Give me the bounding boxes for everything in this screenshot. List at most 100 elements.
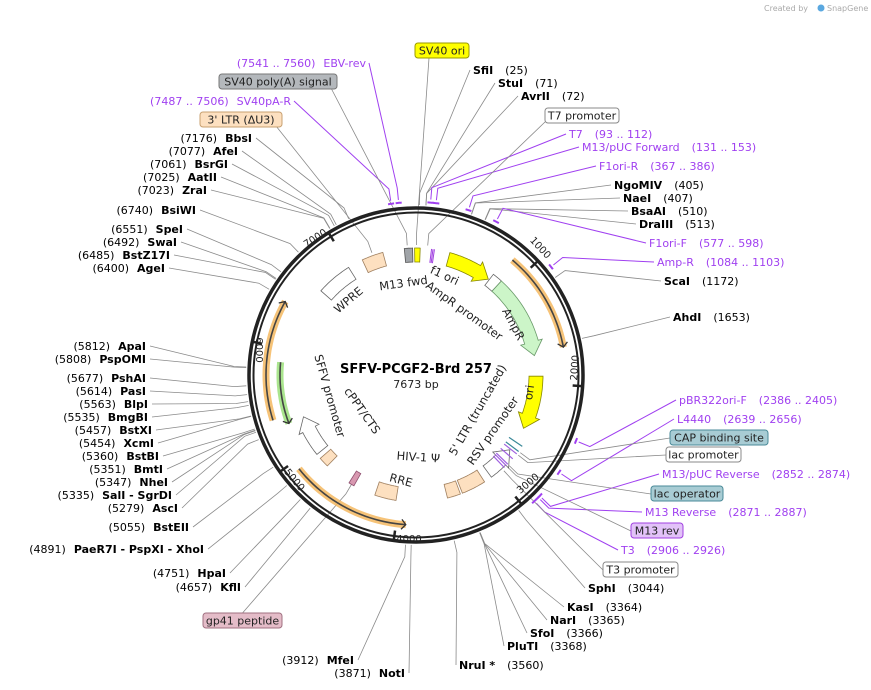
primer-label[interactable]: M13 Reverse(2871 .. 2887) [645, 506, 807, 519]
feature-3-ltr-u3-[interactable] [361, 251, 387, 274]
restriction-site-label[interactable]: (6740)BsiWI [116, 204, 196, 217]
restriction-site-label[interactable]: (3871)NotI [334, 667, 405, 680]
restriction-site-label[interactable]: (5454)XcmI [79, 437, 154, 450]
restriction-site-label[interactable]: AhdI(1653) [673, 311, 750, 324]
restriction-site-label[interactable]: AvrII(72) [521, 90, 585, 103]
feature-m13-fwd[interactable] [429, 248, 433, 263]
primer-label[interactable]: T7(93 .. 112) [568, 128, 652, 141]
feature-m13-fwd[interactable] [430, 249, 434, 264]
primer-name: SV40pA-R [237, 95, 292, 108]
lac-region-mark [508, 436, 523, 447]
restriction-site-label[interactable]: (5808)PspOMI [55, 353, 146, 366]
lac-region-mark [500, 447, 514, 460]
restriction-site-label[interactable]: StuI(71) [498, 77, 558, 90]
feature-label-box[interactable] [544, 107, 620, 124]
restriction-site-label[interactable]: (6492)SwaI [103, 236, 177, 249]
primer-label[interactable]: (7487 .. 7506) SV40pA-R [150, 95, 291, 108]
restriction-site-label[interactable]: (4891)PaeR7I - PspXI - XhoI [29, 543, 204, 556]
restriction-site-label[interactable]: NruI *(3560) [459, 659, 544, 672]
restriction-site-label[interactable]: (5563)BlpI [79, 398, 148, 411]
feature-label-box[interactable] [602, 561, 679, 578]
primer-label[interactable]: M13/pUC Forward(131 .. 153) [582, 141, 756, 154]
enzyme-position: (5347) [95, 476, 132, 489]
leader-line [199, 209, 299, 253]
restriction-site-label[interactable]: BsaAI(510) [631, 205, 708, 218]
restriction-site-label[interactable]: ScaI(1172) [664, 275, 739, 288]
restriction-site-label[interactable]: (6485)BstZ17I [78, 249, 170, 262]
restriction-site-label[interactable]: (5279)AscI [108, 502, 178, 515]
feature-label-box[interactable] [414, 42, 470, 59]
enzyme-position: (7176) [181, 132, 218, 145]
restriction-site-label[interactable]: (5677)PshAI [67, 372, 146, 385]
leader-line [155, 415, 252, 431]
restriction-site-label[interactable]: (7061)BsrGI [150, 158, 228, 171]
restriction-site-label[interactable]: (7025)AatII [143, 171, 217, 184]
feature-label-box[interactable] [669, 429, 769, 446]
feature-sv40-ori[interactable] [414, 247, 421, 263]
restriction-site-label[interactable]: (7077)AfeI [169, 145, 238, 158]
primer-range: (7541 .. 7560) [237, 57, 316, 70]
primer-label[interactable]: pBR322ori-F(2386 .. 2405) [679, 394, 837, 407]
enzyme-name: PaeR7I - PspXI - XhoI [74, 543, 204, 556]
feature-hiv-1-[interactable] [443, 480, 461, 499]
restriction-site-label[interactable]: SphI(3044) [588, 582, 664, 595]
restriction-site-label[interactable]: (5351)BmtI [89, 463, 163, 476]
feature-rsv-promoter[interactable] [482, 449, 511, 478]
feature-ori[interactable] [517, 375, 544, 429]
restriction-site-label[interactable]: (5535)BmgBI [63, 411, 148, 424]
feature-gp41-peptide[interactable] [348, 470, 362, 487]
restriction-site-label[interactable]: NarI(3365) [550, 614, 625, 627]
restriction-site-label[interactable]: (4657)KflI [176, 581, 241, 594]
primer-range: (7487 .. 7506) [150, 95, 229, 108]
feature-sffv-promoter[interactable] [298, 416, 329, 455]
enzyme-name: MfeI [327, 654, 354, 667]
primer-label[interactable]: L4440(2639 .. 2656) [677, 413, 802, 426]
restriction-site-label[interactable]: (6400)AgeI [92, 262, 165, 275]
restriction-site-label[interactable]: (5335)SalI - SgrDI [58, 489, 172, 502]
restriction-site-label[interactable]: (5812)ApaI [74, 340, 146, 353]
feature-f1-ori[interactable] [445, 252, 489, 282]
restriction-site-label[interactable]: (5360)BstBI [82, 450, 159, 463]
primer-label[interactable]: (7541 .. 7560)EBV-rev [237, 57, 367, 70]
restriction-site-label[interactable]: (5457)BstXI [75, 424, 152, 437]
feature-sv40-poly-a-signal[interactable] [403, 247, 414, 263]
primer-label[interactable]: Amp-R(1084 .. 1103) [657, 256, 784, 269]
restriction-site-label[interactable]: (7176)BbsI [181, 132, 252, 145]
feature-cppt-cts[interactable] [319, 448, 338, 467]
restriction-site-label[interactable]: NaeI(407) [623, 192, 693, 205]
feature-m13-fwd[interactable] [431, 249, 435, 264]
feature-rre[interactable] [374, 481, 399, 501]
restriction-site-label[interactable]: (4751)HpaI [153, 567, 226, 580]
restriction-site-label[interactable]: (5347)NheI [95, 476, 168, 489]
leader-line [554, 270, 662, 282]
restriction-site-label[interactable]: (5055)BstEII [109, 521, 189, 534]
primer-label[interactable]: T3(2906 .. 2926) [620, 544, 725, 557]
restriction-site-label[interactable]: DraIII(513) [639, 218, 715, 231]
feature-label-box[interactable] [650, 485, 724, 502]
enzyme-position: (3560) [507, 659, 544, 672]
primer-label[interactable]: M13/pUC Reverse(2852 .. 2874) [662, 468, 850, 481]
restriction-site-label[interactable]: KasI(3364) [567, 601, 642, 614]
primer-label[interactable]: F1ori-F(577 .. 598) [649, 237, 764, 250]
restriction-site-label[interactable]: SfiI(25) [473, 64, 528, 77]
feature-ampr[interactable] [491, 280, 543, 357]
primer-binding-mark [492, 219, 500, 224]
restriction-site-label[interactable]: SfoI(3366) [530, 627, 603, 640]
restriction-site-label[interactable]: (3912)MfeI [282, 654, 354, 667]
restriction-site-label[interactable]: (5614)PasI [76, 385, 146, 398]
restriction-site-label[interactable]: PluTI(3368) [507, 640, 587, 653]
feature-label-box[interactable] [199, 111, 283, 128]
feature-wpre[interactable] [320, 266, 357, 301]
feature-5-ltr-truncated-[interactable] [456, 469, 486, 494]
enzyme-position: (5563) [79, 398, 116, 411]
primer-binding-mark [548, 263, 554, 270]
enzyme-position: (3366) [566, 627, 603, 640]
feature-label-box[interactable] [218, 73, 338, 90]
restriction-site-label[interactable]: (6551)SpeI [111, 223, 183, 236]
feature-label-box[interactable] [630, 522, 684, 539]
restriction-site-label[interactable]: NgoMIV(405) [614, 179, 704, 192]
restriction-site-label[interactable]: (7023)ZraI [138, 184, 208, 197]
primer-label[interactable]: F1ori-R(367 .. 386) [599, 160, 715, 173]
feature-label-box[interactable] [202, 612, 283, 629]
feature-label-box[interactable] [665, 446, 742, 463]
